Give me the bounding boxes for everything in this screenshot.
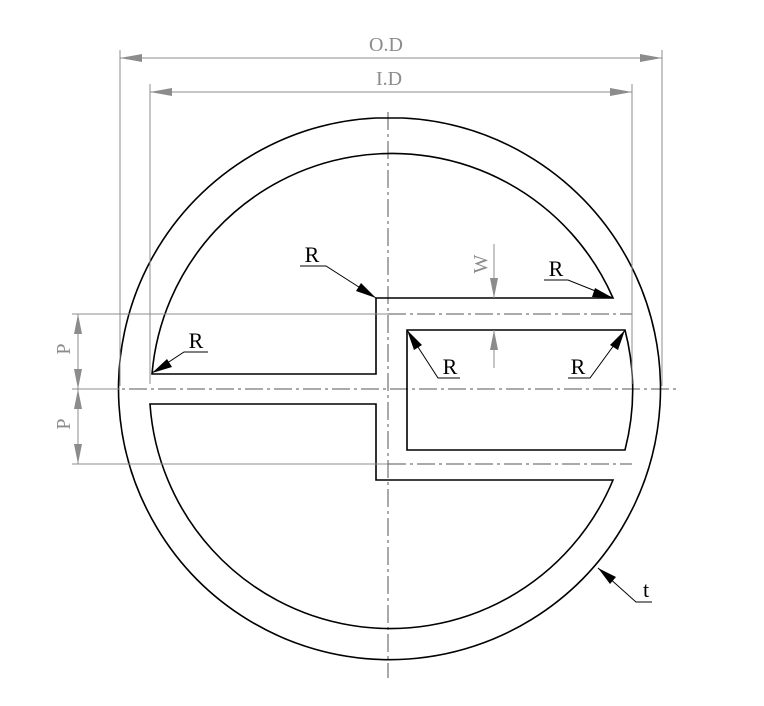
r-arrow-upper-right — [592, 288, 613, 298]
r-label-upper-right: R — [549, 256, 564, 281]
r-label-insert-left: R — [443, 354, 458, 379]
r-arrow-step-corner — [356, 283, 376, 298]
od-arrow-left — [120, 54, 142, 62]
w-arrow-top — [490, 278, 498, 298]
r-label-step-corner: R — [305, 242, 320, 267]
od-label: O.D — [369, 34, 403, 56]
r-arrow-insert-left — [407, 330, 422, 350]
od-arrow-right — [640, 54, 662, 62]
p-upper-arrow-bottom — [74, 369, 82, 389]
t-label: t — [643, 577, 649, 602]
upper-chamber — [151, 152, 615, 375]
p-label-lower: P — [53, 418, 75, 429]
id-arrow-right — [610, 88, 632, 96]
r-arrow-insert-right — [610, 330, 625, 350]
r-label-insert-right: R — [571, 354, 586, 379]
p-label-upper: P — [53, 343, 75, 354]
w-label: W — [470, 254, 492, 273]
r-arrow-left — [152, 359, 172, 373]
centerlines — [100, 112, 680, 678]
lower-chamber — [149, 403, 615, 630]
p-lower-arrow-top — [74, 389, 82, 409]
p-upper-arrow-top — [74, 314, 82, 334]
dimensions — [72, 50, 663, 465]
id-label: I.D — [376, 68, 402, 90]
r-label-left: R — [189, 328, 204, 353]
radius-leaders — [151, 265, 652, 603]
part-geometry — [117, 117, 662, 661]
w-arrow-bottom — [490, 330, 498, 350]
outer-circle — [117, 117, 662, 661]
labels: O.D I.D P P W R R R R R t — [53, 34, 649, 602]
id-arrow-left — [150, 88, 172, 96]
right-insert — [406, 329, 634, 451]
p-lower-arrow-bottom — [74, 444, 82, 464]
t-arrow — [598, 568, 616, 584]
